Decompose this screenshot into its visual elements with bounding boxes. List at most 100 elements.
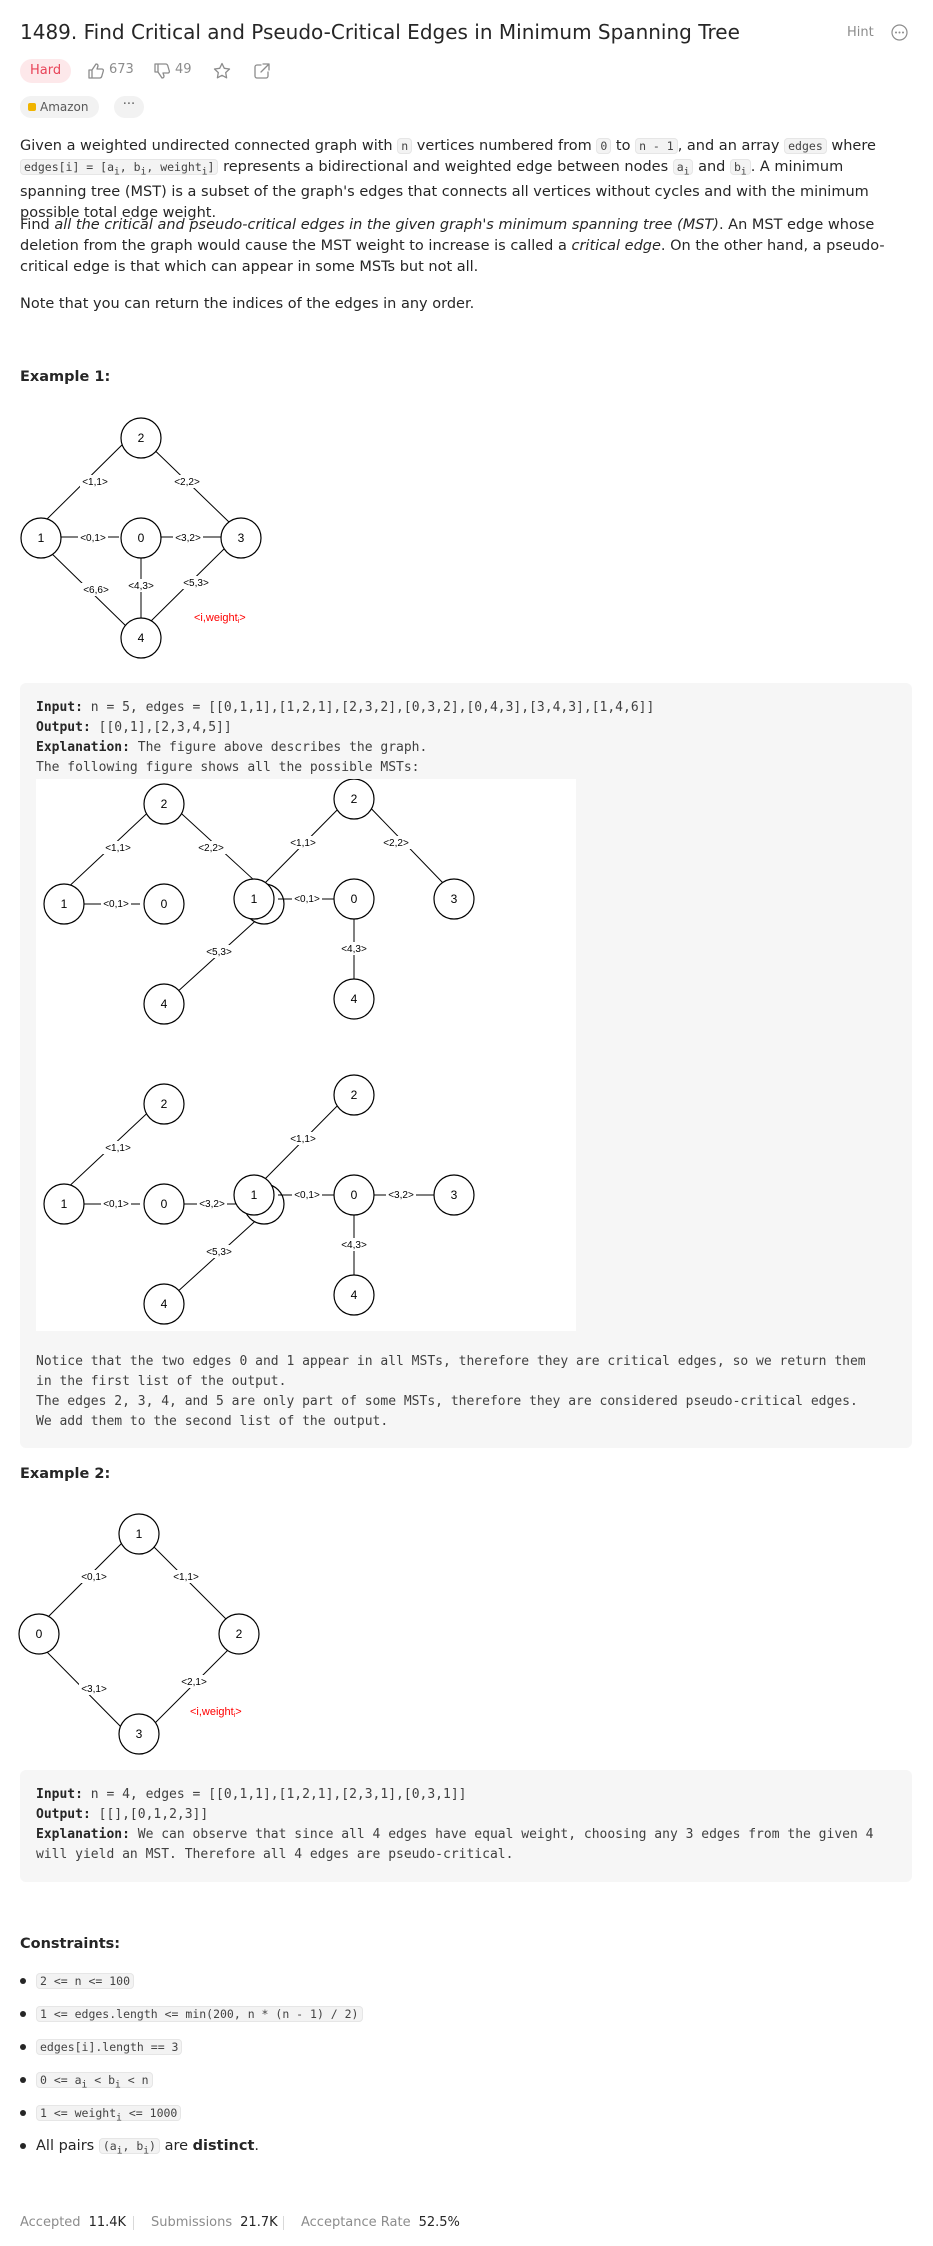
problem-title: 1489. Find Critical and Pseudo-Critical … — [20, 20, 740, 44]
edge-label: <0,1> — [103, 1199, 129, 1210]
edge-label: <3,2> — [199, 1199, 225, 1210]
stats-divider — [133, 2216, 134, 2230]
edge-label: <4,3> — [341, 944, 367, 955]
edge-label: <5,3> — [206, 1247, 232, 1258]
example-1-output: Output: [[0,1],[2,3,4,5]] — [36, 720, 232, 735]
node-label: 4 — [161, 1297, 168, 1311]
node-label: 0 — [161, 897, 168, 911]
example-1-notice-3: The edges 2, 3, 4, and 5 are only part o… — [36, 1394, 858, 1409]
graph-legend: <i,weighti> — [194, 612, 246, 625]
description-paragraph-1: Given a weighted undirected connected gr… — [20, 138, 876, 222]
node-label: 1 — [251, 892, 258, 906]
example-2-output: Output: [[],[0,1,2,3]] — [36, 1807, 209, 1822]
example-1-input: Input: n = 5, edges = [[0,1,1],[1,2,1],[… — [36, 700, 655, 715]
description-paragraph-2: Find all the critical and pseudo-critica… — [20, 217, 885, 275]
constraint-item: All pairs (ai, bi) are distinct. — [20, 2138, 259, 2156]
edge-label: <1,1> — [105, 1143, 131, 1154]
difficulty-badge: Hard — [20, 59, 72, 83]
edge-label: <1,1> — [82, 477, 108, 488]
node-label: 2 — [351, 1088, 358, 1102]
edge-label: <2,2> — [198, 843, 224, 854]
edge-label: <1,1> — [173, 1572, 199, 1583]
edge-label: <4,3> — [128, 581, 154, 592]
description-paragraph-3: Note that you can return the indices of … — [20, 296, 475, 312]
edge-label: <2,1> — [181, 1677, 207, 1688]
node-label: 0 — [161, 1197, 168, 1211]
edge-label: <0,1> — [103, 899, 129, 910]
example-1-following: The following figure shows all the possi… — [36, 760, 420, 775]
example-1-notice-1: Notice that the two edges 0 and 1 appear… — [36, 1354, 866, 1369]
example-2-input: Input: n = 4, edges = [[0,1,1],[1,2,1],[… — [36, 1787, 467, 1802]
node-label: 1 — [251, 1188, 258, 1202]
node-label: 3 — [238, 531, 245, 545]
example-2-explanation-2: will yield an MST. Therefore all 4 edges… — [36, 1847, 514, 1862]
edge-label: <0,1> — [80, 533, 106, 544]
node-label: 2 — [161, 797, 168, 811]
hint-button[interactable]: Hint — [847, 25, 874, 40]
example-1-heading: Example 1: — [20, 369, 111, 385]
mst-figures: 2 1 0 3 4 <1,1> <2,2> <0,1> <5,3> — [36, 779, 576, 1331]
node-label: 0 — [138, 531, 145, 545]
node-label: 4 — [138, 631, 145, 645]
likes-count: 673 — [109, 62, 134, 77]
node-label: 1 — [61, 1197, 68, 1211]
company-tag-label: Amazon — [40, 100, 89, 114]
more-options-icon[interactable] — [891, 24, 908, 41]
node-label: 2 — [236, 1627, 243, 1641]
example-1-box: Input: n = 5, edges = [[0,1,1],[1,2,1],[… — [20, 683, 912, 1448]
node-label: 1 — [61, 897, 68, 911]
node-label: 4 — [351, 992, 358, 1006]
share-icon[interactable] — [252, 61, 272, 81]
edge-label: <5,3> — [183, 578, 209, 589]
example-1-notice-4: We add them to the second list of the ou… — [36, 1414, 389, 1429]
constraint-item: edges[i].length == 3 — [20, 2039, 183, 2055]
example-2-box: Input: n = 4, edges = [[0,1,1],[1,2,1],[… — [20, 1770, 912, 1882]
node-label: 0 — [351, 892, 358, 906]
node-label: 1 — [136, 1527, 143, 1541]
edge-label: <3,1> — [81, 1684, 107, 1695]
constraint-item: 0 <= ai < bi < n — [20, 2072, 153, 2090]
constraints-heading: Constraints: — [20, 1936, 121, 1952]
dislikes-count: 49 — [175, 62, 192, 77]
node-label: 4 — [351, 1288, 358, 1302]
edge-label: <5,3> — [206, 947, 232, 958]
thumbs-up-icon[interactable] — [86, 61, 106, 81]
edge-label: <1,1> — [105, 843, 131, 854]
node-label: 3 — [451, 892, 458, 906]
node-label: 1 — [38, 531, 45, 545]
edge-label: <3,2> — [388, 1190, 414, 1201]
edge-label: <0,1> — [294, 1190, 320, 1201]
thumbs-down-icon[interactable] — [152, 61, 172, 81]
edge-label: <0,1> — [81, 1572, 107, 1583]
stats-divider — [283, 2216, 284, 2230]
edge-label: <2,2> — [383, 838, 409, 849]
company-tag[interactable]: Amazon — [20, 96, 99, 118]
node-label: 2 — [138, 431, 145, 445]
node-label: 3 — [451, 1188, 458, 1202]
node-label: 0 — [351, 1188, 358, 1202]
edge-label: <3,2> — [175, 533, 201, 544]
constraint-item: 1 <= edges.length <= min(200, n * (n - 1… — [20, 2006, 363, 2022]
star-icon[interactable] — [212, 61, 232, 81]
amazon-icon — [28, 103, 36, 111]
edge-label: <1,1> — [290, 838, 316, 849]
more-tags-button[interactable]: ··· — [114, 96, 144, 118]
example-1-graph: 2 1 0 3 4 <1,1> <2,2> <0,1> <3,2> <6,6> … — [20, 417, 262, 659]
node-label: 2 — [161, 1097, 168, 1111]
edge-label: <1,1> — [290, 1134, 316, 1145]
example-2-graph: 1 0 2 3 <0,1> <1,1> <3,1> <2,1> <i,weigh… — [18, 1513, 260, 1755]
constraint-item: 1 <= weighti <= 1000 — [20, 2105, 182, 2123]
node-label: 2 — [351, 792, 358, 806]
example-2-explanation: Explanation: We can observe that since a… — [36, 1827, 874, 1842]
mst-b: 2 1 0 3 4 <1,1> <2,2> <0,1> <4,3> — [233, 779, 475, 1020]
constraint-item: 2 <= n <= 100 — [20, 1973, 135, 1989]
example-1-explanation: Explanation: The figure above describes … — [36, 740, 428, 755]
graph-legend: <i,weighti> — [190, 1706, 242, 1719]
node-label: 4 — [161, 997, 168, 1011]
edge-label: <0,1> — [294, 894, 320, 905]
